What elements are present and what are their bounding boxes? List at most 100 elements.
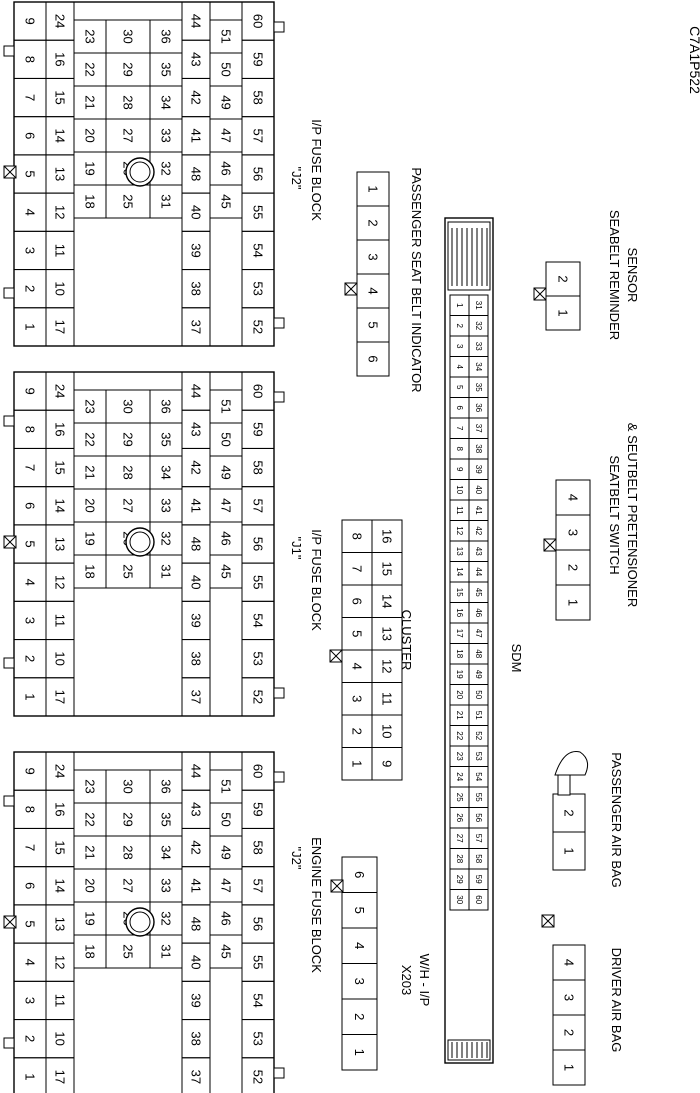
passenger-seat-belt-indicator-label: PASSENGER SEAT BELT INDICATOR <box>409 167 424 392</box>
fuse-block-engine-pin-40: 40 <box>189 955 204 969</box>
connector-sdm-pin-57: 57 <box>474 834 483 843</box>
connector-sdm-pin-2: 2 <box>455 324 464 329</box>
fuse-block-ip_j1-pin-29: 29 <box>121 432 136 446</box>
fuse-block-ip_j1-pin-30: 30 <box>121 399 136 413</box>
connector-sdm-pin-27: 27 <box>455 834 464 843</box>
connector-sdm-pin-41: 41 <box>474 506 483 515</box>
fuse-block-engine-pin-31: 31 <box>159 944 174 958</box>
connector-sdm-top-end <box>447 221 491 291</box>
connector-passenger-air-bag-cell-2 <box>552 793 586 833</box>
connector-sdm-pin-4: 4 <box>455 365 464 370</box>
fuse-block-ip_j1-pin-17: 17 <box>53 690 68 704</box>
connector-passenger-seat-belt-lock <box>344 282 358 296</box>
connector-x203-pin-5: 5 <box>352 907 367 914</box>
connector-sdm-pin-19: 19 <box>455 670 464 679</box>
fuse-block-ip_j1-pin-48: 48 <box>189 537 204 551</box>
fuse-block-ip_j1-pin-10: 10 <box>53 651 68 665</box>
connector-sdm-body <box>444 217 494 1064</box>
passenger-air-bag-stem <box>557 774 571 796</box>
connector-sdm-pin-47: 47 <box>474 629 483 638</box>
fuse-block-ip_j2-pin-45: 45 <box>219 194 234 208</box>
ip-j1-fuse-block-quote: "J1" <box>289 537 304 560</box>
connector-driver-air-bag-cell-1 <box>552 1049 586 1086</box>
connector-sdm-pin-52: 52 <box>474 731 483 740</box>
fuse-block-engine-mount-hole <box>129 911 151 933</box>
fuse-block-ip_j2-pin-30: 30 <box>121 29 136 43</box>
connector-x203-cell-5 <box>341 892 378 929</box>
fuse-block-ip_j1-pin-21: 21 <box>83 465 98 479</box>
connector-sdm-pin-8: 8 <box>455 447 464 452</box>
connector-sdm-pin-48: 48 <box>474 649 483 658</box>
fuse-block-engine-pin-23: 23 <box>83 779 98 793</box>
fuse-block-ip_j1-tab-left-1 <box>3 415 15 427</box>
connector-sdm-pin-44: 44 <box>474 567 483 576</box>
connector-cluster-pin-11: 11 <box>380 692 395 706</box>
connector-sdm-pin-59: 59 <box>474 875 483 884</box>
fuse-block-engine-pin-51: 51 <box>219 779 234 793</box>
fuse-block-engine-pin-46: 46 <box>219 911 234 925</box>
fuse-block-ip_j2-pin-3: 3 <box>23 247 38 254</box>
fuse-block-engine-pin-19: 19 <box>83 911 98 925</box>
connector-driver-air-bag-lock <box>541 914 555 928</box>
fuse-block-engine-pin-60: 60 <box>251 764 266 778</box>
fuse-block-ip_j1-pin-25: 25 <box>121 564 136 578</box>
fuse-block-ip_j1-pin-31: 31 <box>159 564 174 578</box>
fuse-block-ip_j1-pin-22: 22 <box>83 432 98 446</box>
connector-driver-air-bag-pin-1: 1 <box>562 1064 577 1071</box>
fuse-block-ip_j1-pin-13: 13 <box>53 537 68 551</box>
connector-seatbelt-reminder: 12 <box>533 261 581 331</box>
fuse-block-engine-lock-tab-diag-b <box>3 915 17 929</box>
fuse-block-ip_j2-pin-6: 6 <box>23 132 38 139</box>
connector-sdm-pin-13: 13 <box>455 547 464 556</box>
connector-seatbelt-switch-pin-3: 3 <box>566 529 581 536</box>
connector-sdm-pin-23: 23 <box>455 752 464 761</box>
fuse-block-ip_j1-pin-43: 43 <box>189 422 204 436</box>
connector-x203-pin-6: 6 <box>352 871 367 878</box>
fuse-block-ip_j1-pin-8: 8 <box>23 426 38 433</box>
connector-cluster-pin-5: 5 <box>350 630 365 637</box>
fuse-block-ip_j2-mount-hole <box>129 161 151 183</box>
connector-cluster-cell-1 <box>341 747 373 781</box>
connector-passenger-seat-belt-cell-6 <box>356 341 390 377</box>
connector-passenger-seat-belt-pin-6: 6 <box>366 355 381 362</box>
fuse-block-ip_j2-pin-51: 51 <box>219 29 234 43</box>
fuse-block-ip_j1-pin-32: 32 <box>159 531 174 545</box>
fuse-block-engine-pin-38: 38 <box>189 1031 204 1045</box>
connector-sdm-pin-14: 14 <box>455 567 464 576</box>
fuse-block-engine-pin-44: 44 <box>189 764 204 778</box>
connector-x203-pin-1: 1 <box>352 1049 367 1056</box>
fuse-block-ip_j2-pin-7: 7 <box>23 94 38 101</box>
connector-sdm-pin-35: 35 <box>474 383 483 392</box>
connector-seatbelt-switch-cell-4 <box>555 479 591 516</box>
fuse-block-ip_j2-pin-28: 28 <box>121 95 136 109</box>
fuse-block-ip_j2-cell-37 <box>181 307 211 347</box>
fuse-block-ip_j1-tab-right-1 <box>273 391 285 403</box>
fuse-blocks-layer: 9876543212416151413121110172322212019183… <box>3 1 285 1093</box>
connector-cluster-pin-14: 14 <box>380 594 395 608</box>
fuse-block-ip_j2-pin-42: 42 <box>189 90 204 104</box>
fuse-block-engine-cell-17 <box>45 1057 75 1093</box>
fuse-block-engine-pin-11: 11 <box>53 994 68 1008</box>
connector-cluster-pin-6: 6 <box>350 598 365 605</box>
fuse-block-ip_j2-pin-37: 37 <box>189 320 204 334</box>
fuse-block-ip_j2-pin-8: 8 <box>23 56 38 63</box>
fuse-block-ip_j1-pin-50: 50 <box>219 432 234 446</box>
fuse-block-ip_j2-pin-50: 50 <box>219 62 234 76</box>
fuse-block-engine-pin-37: 37 <box>189 1070 204 1084</box>
connector-sdm-pin-50: 50 <box>474 690 483 699</box>
connector-x203-pin-4: 4 <box>352 942 367 949</box>
fuse-block-engine-pin-59: 59 <box>251 802 266 816</box>
fuse-block-ip_j1-pin-16: 16 <box>53 422 68 436</box>
connector-cluster-pin-3: 3 <box>350 695 365 702</box>
fuse-block-engine-pin-12: 12 <box>53 955 68 969</box>
connector-seatbelt-reminder-lock <box>533 287 547 301</box>
fuse-block-engine-pin-7: 7 <box>23 844 38 851</box>
connector-cluster-pin-15: 15 <box>380 562 395 576</box>
connector-cluster-pin-12: 12 <box>380 659 395 673</box>
fuse-block-ip_j1-pin-5: 5 <box>23 540 38 547</box>
sdm-label: SDM <box>509 644 524 673</box>
connector-sdm-pin-33: 33 <box>474 342 483 351</box>
connector-cluster-lock-diag-b <box>329 649 343 663</box>
connector-x203-lock-diag-b <box>330 879 344 893</box>
